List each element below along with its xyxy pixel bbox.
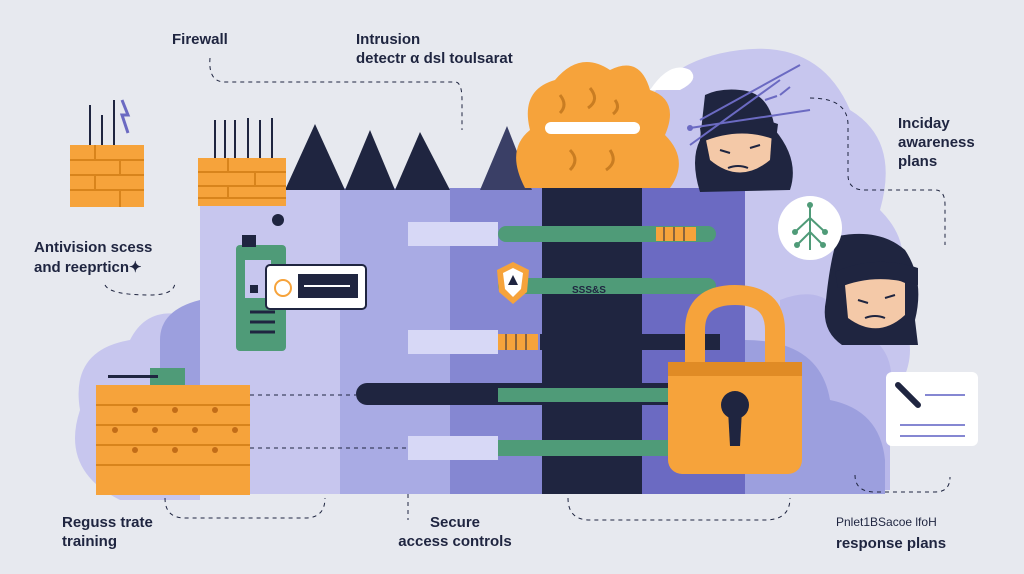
blob-slot — [545, 122, 640, 134]
label-intrusion-line1: Intrusion — [356, 31, 421, 48]
rivet — [272, 214, 284, 226]
hacker-icon — [687, 64, 811, 192]
label-incident-line1: Inciday — [898, 115, 950, 132]
label-response-line1: Pnlet1BSacoe lfoH — [836, 515, 937, 529]
label-training-line1: Reguss trate — [62, 514, 153, 531]
label-training-line2: training — [62, 533, 117, 550]
bar-white-1 — [408, 222, 498, 246]
bar-green-5 — [498, 440, 668, 456]
bar-white-3 — [408, 330, 498, 354]
shield-badge-icon — [497, 262, 529, 304]
bar-white-5 — [408, 436, 498, 460]
label-incident-line2: awareness — [898, 134, 975, 151]
label-antivirus-line1: Antivision scess — [34, 239, 153, 256]
label-response-line2: response plans — [836, 535, 947, 552]
firewall-brick-icon — [96, 368, 250, 495]
bar-orange-1 — [656, 227, 696, 241]
firewall-brick-icon — [198, 118, 286, 206]
mountain-spike-icon — [345, 130, 395, 190]
hacker-icon — [824, 233, 919, 345]
label-firewall: Firewall — [172, 31, 228, 48]
bar-green-2 — [498, 278, 716, 294]
network-node-icon — [778, 196, 842, 260]
label-antivirus-line2: and reeprticn✦ — [34, 259, 142, 276]
mountain-spike-icon — [395, 132, 450, 190]
document-pen-icon — [886, 372, 978, 446]
panel-text: SSS&S — [572, 285, 606, 296]
firewall-brick-icon — [70, 99, 144, 207]
bar-green-3 — [540, 334, 720, 350]
device-icon — [236, 235, 367, 351]
bar-green-4 — [498, 388, 668, 402]
label-incident-line3: plans — [898, 153, 938, 170]
mountain-spike-icon — [285, 124, 345, 190]
leader-lines — [104, 57, 951, 521]
label-secure-line2: access controls — [398, 533, 512, 550]
bar-orange-3 — [498, 334, 538, 350]
padlock-icon — [668, 284, 802, 474]
label-secure-line1: Secure — [429, 514, 481, 531]
label-intrusion-line2: detectr α dsl toulsarat — [356, 50, 513, 67]
